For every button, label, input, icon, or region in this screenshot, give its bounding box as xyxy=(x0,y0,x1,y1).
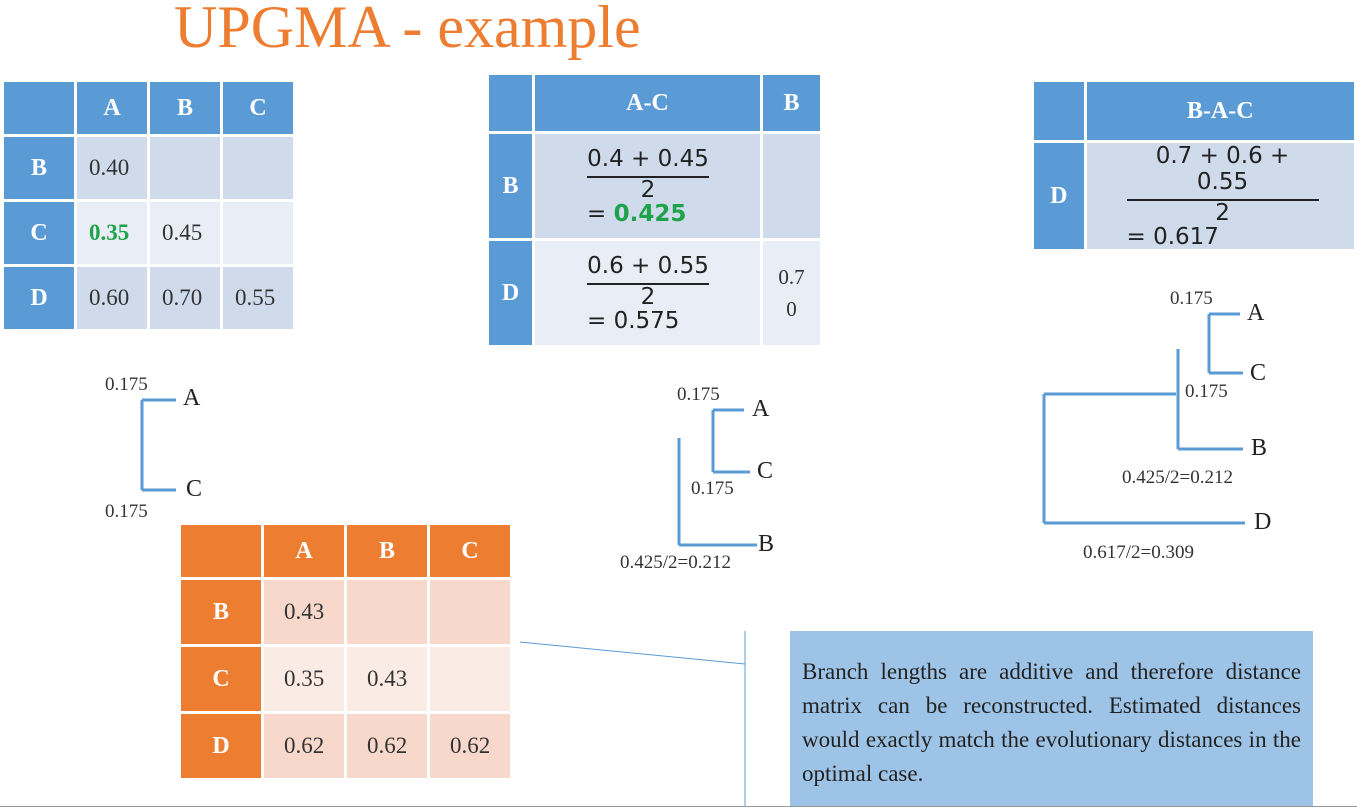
tree3-leaf-d: D xyxy=(1254,509,1272,535)
tree3-leaf-c: C xyxy=(1250,360,1267,386)
cell-b-b xyxy=(347,580,427,644)
bottom-divider xyxy=(0,806,1357,807)
row-header-c: C xyxy=(181,647,261,711)
tree2-len-c: 0.175 xyxy=(691,478,734,499)
col-header-b: B xyxy=(763,75,820,131)
col-header-b: B xyxy=(347,525,427,577)
explanation-note: Branch lengths are additive and therefor… xyxy=(790,631,1313,806)
cell-c-a: 0.35 xyxy=(264,647,344,711)
cell-d-a: 0.60 xyxy=(77,267,147,329)
cell-d-c: 0.55 xyxy=(223,267,293,329)
cell-b-a: 0.40 xyxy=(77,137,147,199)
tree3-leaf-b: B xyxy=(1251,435,1268,461)
cell-b-b xyxy=(150,137,220,199)
tree1-len-a: 0.175 xyxy=(105,374,148,395)
row-header-d: D xyxy=(181,714,261,778)
tree3-len-a: 0.175 xyxy=(1170,288,1213,309)
corner-cell xyxy=(4,82,74,134)
cell-c-b: 0.43 xyxy=(347,647,427,711)
corner-cell xyxy=(181,525,261,577)
cell-b-c xyxy=(223,137,293,199)
col-header-c: C xyxy=(430,525,510,577)
tree3-leaf-a: A xyxy=(1247,300,1265,326)
col-header-a: A xyxy=(77,82,147,134)
tree2-leaf-b: B xyxy=(758,531,775,557)
result-value-highlight: 0.425 xyxy=(613,201,687,227)
cell-d-a: 0.62 xyxy=(264,714,344,778)
tree3-len-d: 0.617/2=0.309 xyxy=(1083,542,1194,563)
numerator: 0.4 + 0.45 xyxy=(587,146,709,172)
tree2-len-b: 0.425/2=0.212 xyxy=(620,552,731,573)
cell-b-a: 0.43 xyxy=(264,580,344,644)
cell-d-b: 0.70 xyxy=(150,267,220,329)
cell-c-b: 0.45 xyxy=(150,202,220,264)
row-header-d: D xyxy=(489,241,532,345)
tree1-leaf-a: A xyxy=(183,385,201,411)
distance-matrix-bac: B-A-C D 0.7 + 0.6 + 0.55 2 = 0.617 xyxy=(1031,79,1357,252)
cell-c-c xyxy=(430,647,510,711)
fraction-bar xyxy=(1126,199,1319,201)
numerator: 0.7 + 0.6 + 0.55 xyxy=(1155,143,1290,195)
corner-cell xyxy=(489,75,532,131)
tree2-len-a: 0.175 xyxy=(677,384,720,405)
distance-matrix-ac: A-C B B 0.4 + 0.45 2 = 0.425 D 0.6 + 0.5… xyxy=(486,72,823,348)
cell-d-ac-formula: 0.6 + 0.55 2 = 0.575 xyxy=(535,241,760,345)
corner-cell xyxy=(1034,82,1084,140)
denominator: 2 xyxy=(640,284,656,310)
cell-b-ac-formula: 0.4 + 0.45 2 = 0.425 xyxy=(535,134,760,238)
connector-line xyxy=(519,641,746,665)
cell-b-b xyxy=(763,134,820,238)
cell-c-a-minimum: 0.35 xyxy=(77,202,147,264)
denominator: 2 xyxy=(640,177,656,203)
row-header-d: D xyxy=(4,267,74,329)
cell-c-c xyxy=(223,202,293,264)
tree3-len-c: 0.175 xyxy=(1185,381,1228,402)
row-header-d: D xyxy=(1034,143,1084,249)
row-header-b: B xyxy=(181,580,261,644)
result: = 0.575 xyxy=(587,308,680,334)
col-header-bac: B-A-C xyxy=(1086,82,1354,140)
tree3-len-b: 0.425/2=0.212 xyxy=(1122,467,1233,488)
cell-d-b: 0.7 0 xyxy=(763,241,820,345)
result: = 0.425 xyxy=(587,201,687,227)
col-header-c: C xyxy=(223,82,293,134)
col-header-a: A xyxy=(264,525,344,577)
cell-d-bac-formula: 0.7 + 0.6 + 0.55 2 = 0.617 xyxy=(1086,143,1354,250)
tree2-leaf-a: A xyxy=(752,396,770,422)
distance-matrix-reconstructed: A B C B 0.43 C 0.35 0.43 D 0.62 0.62 0.6… xyxy=(178,522,513,781)
cell-d-c: 0.62 xyxy=(430,714,510,778)
col-header-b: B xyxy=(150,82,220,134)
row-header-c: C xyxy=(4,202,74,264)
tree1-len-c: 0.175 xyxy=(105,501,148,522)
tree2-leaf-c: C xyxy=(757,458,774,484)
denominator: 2 xyxy=(1215,200,1230,226)
row-header-b: B xyxy=(4,137,74,199)
fraction-bar xyxy=(587,176,709,178)
distance-matrix-initial: A B C B 0.40 C 0.35 0.45 D 0.60 0.70 0.5… xyxy=(1,79,296,332)
page-title: UPGMA - example xyxy=(174,0,641,60)
cell-b-c xyxy=(430,580,510,644)
fraction-bar xyxy=(587,283,709,285)
numerator: 0.6 + 0.55 xyxy=(587,253,709,279)
cell-d-b: 0.62 xyxy=(347,714,427,778)
col-header-ac: A-C xyxy=(535,75,760,131)
tree1-leaf-c: C xyxy=(186,476,203,502)
row-header-b: B xyxy=(489,134,532,238)
result: = 0.617 xyxy=(1126,224,1219,250)
